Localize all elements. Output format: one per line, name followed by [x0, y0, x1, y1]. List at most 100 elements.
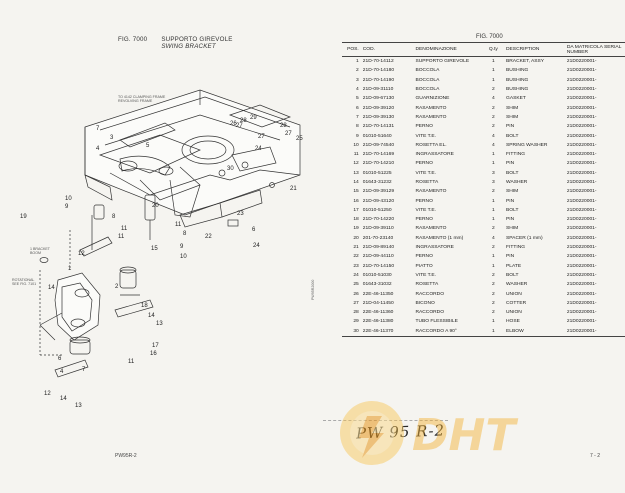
cell-pos: 27 — [353, 300, 359, 306]
cell-serial: 21D0220001- — [566, 87, 597, 93]
cell-description: HOSE — [506, 319, 520, 325]
frame-label: TO 4142 CLAMPING FRAME REVOLVING FRAME — [118, 95, 166, 104]
svg-text:14: 14 — [48, 285, 55, 291]
cell-serial: 21D0220001- — [566, 189, 597, 195]
cell-pos: 9 — [356, 133, 359, 139]
cell-serial: 21D0220001- — [566, 59, 597, 65]
cell-denomination: RASAMENTO — [415, 114, 447, 120]
col-denomination: DENOMINAZIONE — [413, 42, 483, 57]
cell-denomination: VITE T.E. — [415, 133, 437, 139]
cell-description: WASHER — [506, 282, 528, 288]
cell-pos: 10 — [353, 142, 359, 148]
cell-denomination: VITE T.E. — [415, 207, 437, 213]
cell-serial: 21D0220001- — [566, 226, 597, 232]
cell-denomination: ROSETTA — [415, 282, 439, 288]
cell-code: 01010-51030 — [362, 272, 392, 278]
cell-denomination: RASAMENTO — [415, 189, 447, 195]
svg-text:17: 17 — [152, 343, 159, 349]
cell-description: GASKET — [506, 96, 526, 102]
cell-code: 01643-31032 — [362, 282, 392, 288]
cell-pos: 21 — [353, 245, 359, 251]
cell-quantity: 2 — [491, 300, 495, 306]
svg-text:1: 1 — [68, 266, 72, 272]
cell-denomination: PERNO — [415, 254, 433, 260]
cell-code: 01010-51250 — [362, 207, 392, 213]
cell-quantity: 2 — [491, 291, 495, 297]
cell-quantity: 1 — [491, 263, 495, 269]
cell-quantity: 2 — [491, 189, 495, 195]
cell-description: SHIM — [506, 114, 519, 120]
parts-table-header: POS. COD. DENOMINAZIONE Q.ty DESCRIPTION… — [342, 42, 625, 57]
col-code: COD. — [360, 42, 414, 57]
svg-text:9: 9 — [180, 244, 184, 250]
cell-denomination: ROSETTA EL. — [415, 142, 447, 148]
cell-denomination: BICONO — [415, 300, 435, 306]
cell-denomination: BOCCOLA — [415, 68, 440, 74]
svg-text:8: 8 — [112, 214, 116, 220]
svg-text:28: 28 — [280, 123, 287, 129]
cell-code: 21D-70-14131 — [362, 124, 395, 130]
svg-text:2: 2 — [115, 284, 119, 290]
svg-text:20: 20 — [152, 203, 159, 209]
svg-text:5: 5 — [146, 143, 150, 149]
cell-pos: 30 — [342, 326, 361, 337]
svg-text:7: 7 — [82, 367, 86, 373]
cell-serial: 21D0220001- — [564, 326, 625, 337]
cell-quantity: 4 — [491, 133, 495, 139]
cell-description: BOLT — [506, 272, 519, 278]
cell-quantity: 1 — [491, 198, 495, 204]
svg-text:3: 3 — [110, 135, 114, 141]
cell-denomination: RASAMENTO (1 mm) — [415, 235, 464, 241]
cell-description: PIN — [506, 217, 515, 223]
col-description: DESCRIPTION — [504, 42, 565, 57]
cell-code: 01643-31232 — [362, 180, 392, 185]
cell-pos: 22 — [353, 254, 359, 260]
cell-quantity: 4 — [491, 96, 495, 102]
cell-denomination: PERNO — [415, 161, 433, 167]
cell-code: 22E-46-11370 — [360, 326, 414, 337]
cell-code: 22E-46-11380 — [362, 319, 394, 325]
cell-quantity: 2 — [491, 310, 495, 316]
cell-serial: 21D0220001- — [566, 235, 597, 241]
svg-text:21: 21 — [290, 186, 297, 192]
cell-serial: 21D0220001- — [566, 198, 597, 204]
cell-denomination: INGRASSATORE — [415, 245, 454, 251]
cell-quantity: 2 — [491, 105, 495, 111]
cell-pos: 28 — [353, 310, 359, 316]
cell-pos: 17 — [353, 207, 359, 213]
svg-text:8: 8 — [183, 231, 187, 237]
svg-text:30: 30 — [227, 166, 234, 172]
cell-serial: 21D0220001- — [566, 217, 597, 223]
cell-description: PIN — [506, 198, 515, 204]
cell-description: BRACKET, ASSY — [506, 59, 545, 65]
cell-denomination: VITE T.E. — [415, 170, 437, 176]
cell-denomination: PERNO — [415, 124, 433, 130]
cell-quantity: 3 — [491, 180, 495, 185]
cell-quantity: 1 — [491, 77, 495, 83]
cell-pos: 14 — [353, 180, 359, 185]
cell-pos: 25 — [353, 282, 359, 288]
svg-text:4: 4 — [60, 369, 64, 375]
cell-code: 21D-09-39120 — [362, 105, 395, 111]
cell-serial: 21D0220001- — [566, 152, 597, 158]
cell-serial: 21D0220001- — [566, 310, 597, 316]
cell-serial: 21D0220001- — [566, 254, 597, 260]
cell-description: BUSHING — [506, 68, 529, 74]
cell-pos: 16 — [353, 198, 359, 204]
cell-pos: 11 — [353, 152, 359, 158]
cell-serial: 21D0220001- — [566, 319, 597, 325]
